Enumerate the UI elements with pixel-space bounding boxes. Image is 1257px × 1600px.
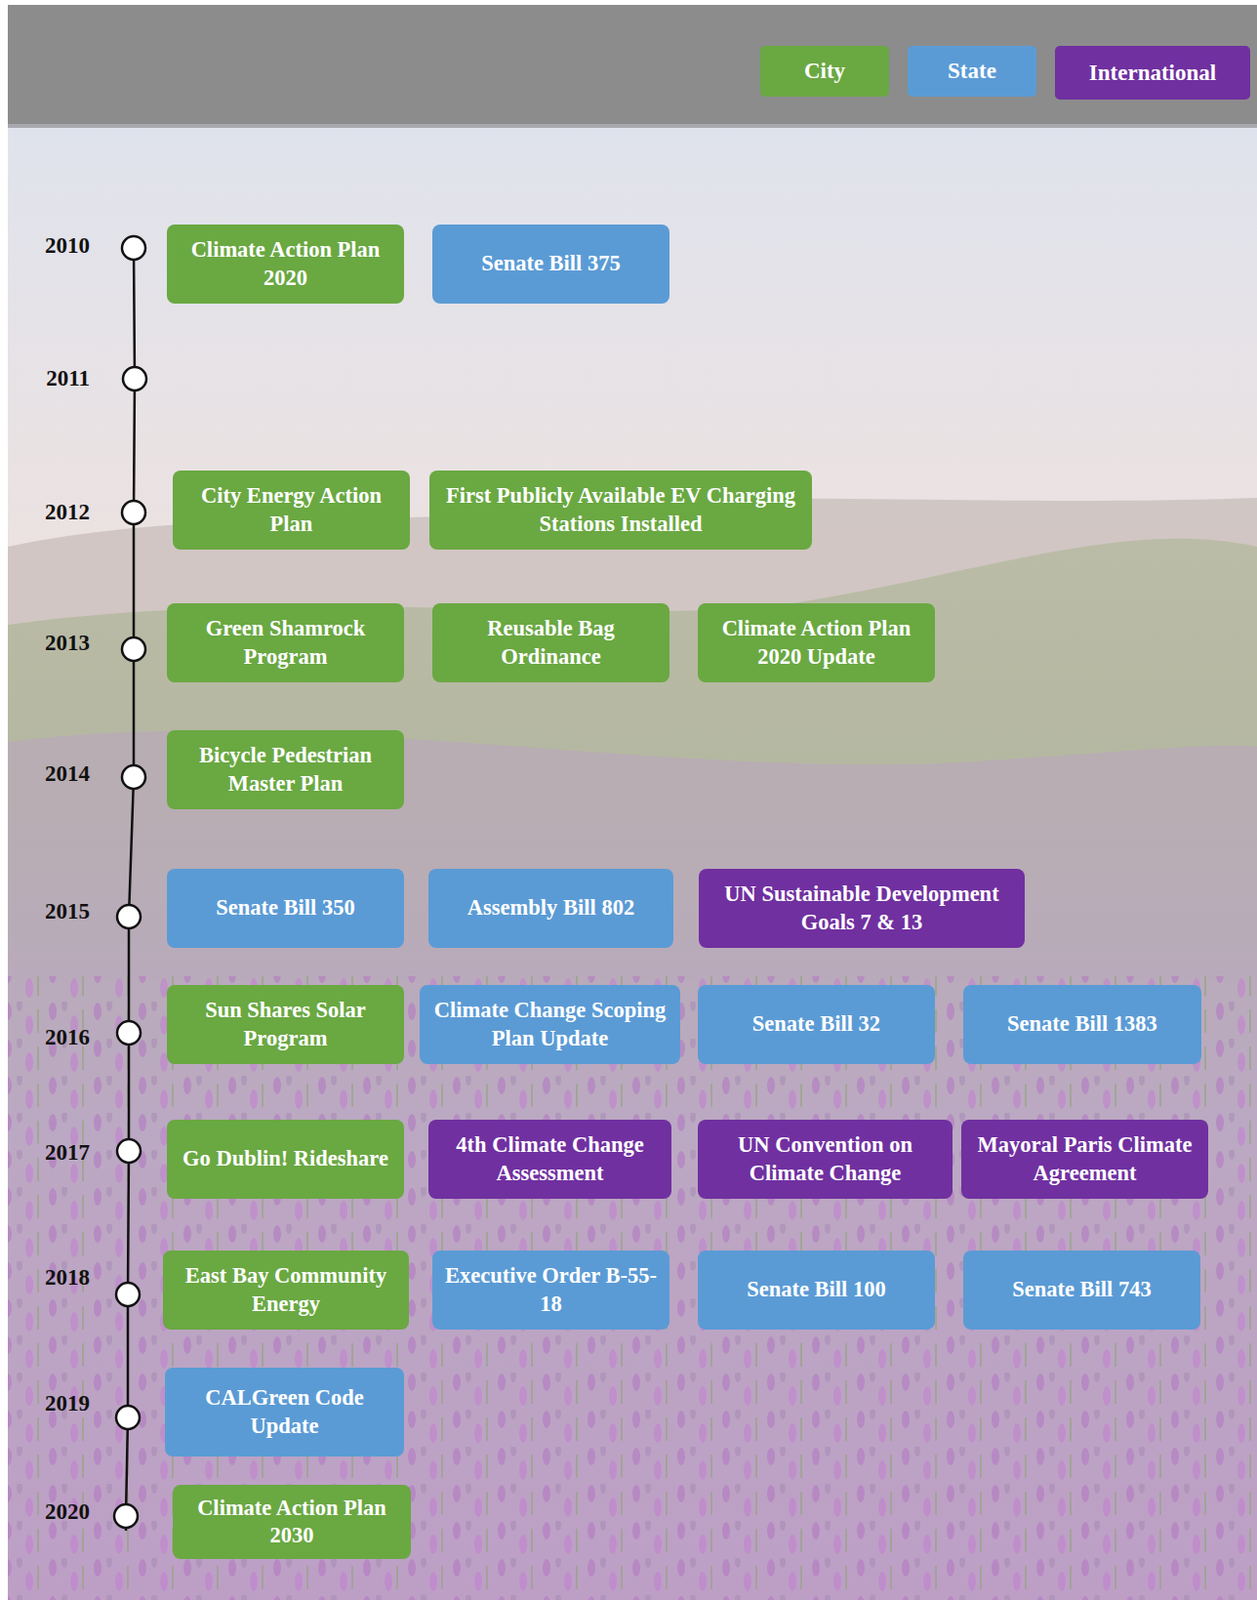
box-text: Senate Bill 1383 (1007, 1010, 1158, 1038)
timeline-box: Senate Bill 32 (697, 984, 935, 1064)
timeline-box: East Bay Community Energy (162, 1250, 409, 1330)
year-label: 2016 (7, 1025, 90, 1049)
timeline-box: Climate Action Plan 2030 (172, 1484, 411, 1559)
box-text: Reusable Bag Ordinance (444, 614, 658, 670)
year-label: 2019 (7, 1391, 90, 1415)
timeline-box: Go Dublin! Rideshare (166, 1119, 405, 1199)
timeline-box: Senate Bill 375 (432, 224, 670, 304)
legend-swatch: State (907, 45, 1037, 97)
box-text: Climate Change Scoping Plan Update (431, 996, 669, 1052)
box-text: Assembly Bill 802 (467, 893, 635, 922)
timeline-box: Reusable Bag Ordinance (432, 603, 670, 683)
year-label: 2017 (7, 1140, 90, 1164)
timeline-box: Senate Bill 100 (697, 1250, 935, 1330)
year-label: 2015 (7, 899, 90, 923)
box-text: Green Shamrock Program (178, 614, 393, 670)
box-text: CALGreen Code Update (176, 1383, 393, 1439)
timeline-box: UN Convention on Climate Change (697, 1119, 953, 1199)
legend-text: International (1089, 60, 1217, 86)
box-text: Sun Shares Solar Program (178, 996, 393, 1052)
box-text: First Publicly Available EV Charging Sta… (441, 482, 801, 537)
box-text: Senate Bill 32 (752, 1010, 881, 1038)
year-label: 2020 (7, 1500, 90, 1523)
box-text: Go Dublin! Rideshare (182, 1144, 389, 1173)
box-text: City Energy Action Plan (184, 482, 399, 537)
timeline-box: First Publicly Available EV Charging Sta… (429, 470, 812, 550)
timeline-box: UN Sustainable Development Goals 7 & 13 (698, 868, 1025, 948)
year-label: 2014 (7, 762, 90, 785)
box-text: Senate Bill 375 (481, 249, 621, 278)
timeline-box: Green Shamrock Program (166, 603, 405, 683)
box-text: Senate Bill 743 (1012, 1275, 1152, 1303)
year-label: 2013 (7, 631, 90, 654)
legend-text: City (804, 58, 846, 84)
timeline-box: Assembly Bill 802 (428, 868, 674, 948)
timeline-box: 4th Climate Change Assessment (428, 1119, 672, 1199)
legend-text: State (947, 58, 997, 84)
box-text: Climate Action Plan 2030 (184, 1494, 400, 1549)
box-text: UN Convention on Climate Change (709, 1131, 941, 1186)
timeline-box: Climate Action Plan 2020 Update (697, 603, 935, 683)
timeline-box: Sun Shares Solar Program (166, 984, 405, 1064)
box-text: Climate Action Plan 2020 Update (709, 614, 924, 670)
box-text: Senate Bill 100 (746, 1275, 887, 1303)
timeline-box: Bicycle Pedestrian Master Plan (166, 729, 405, 810)
timeline-box: Senate Bill 743 (963, 1250, 1201, 1330)
box-text: Senate Bill 350 (215, 893, 356, 922)
timeline-box: Climate Change Scoping Plan Update (419, 984, 681, 1064)
box-text: East Bay Community Energy (174, 1261, 398, 1317)
timeline-box: Senate Bill 350 (166, 868, 405, 948)
year-label: 2018 (7, 1265, 90, 1289)
year-label: 2012 (7, 500, 90, 524)
box-text: Climate Action Plan 2020 (178, 236, 393, 291)
year-label: 2011 (7, 366, 90, 390)
legend-swatch: International (1054, 45, 1251, 100)
box-text: Mayoral Paris Climate Agreement (973, 1131, 1197, 1186)
timeline-box: Senate Bill 1383 (963, 984, 1202, 1064)
timeline-box: CALGreen Code Update (164, 1367, 405, 1457)
year-label: 2010 (7, 234, 90, 257)
timeline-box: Climate Action Plan 2020 (166, 224, 405, 304)
timeline-box: City Energy Action Plan (172, 470, 410, 550)
box-text: UN Sustainable Development Goals 7 & 13 (710, 880, 1014, 935)
timeline-box: Mayoral Paris Climate Agreement (961, 1119, 1209, 1199)
box-text: Executive Order B-55-18 (444, 1261, 658, 1317)
box-text: Bicycle Pedestrian Master Plan (178, 741, 393, 797)
legend-swatch: City (760, 45, 890, 97)
timeline-box: Executive Order B-55-18 (432, 1250, 670, 1330)
box-text: 4th Climate Change Assessment (440, 1131, 660, 1186)
